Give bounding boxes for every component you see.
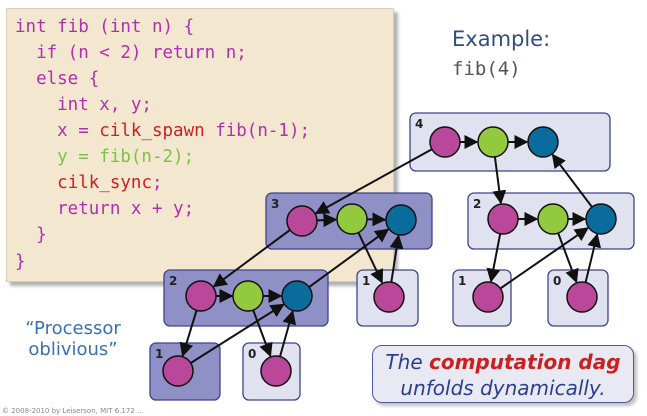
dag-edge: [557, 232, 579, 284]
callout-line-1: The computation dag: [373, 349, 633, 375]
code-token: int fib (int n) {: [15, 17, 195, 37]
dag-node-purple: [429, 126, 461, 158]
note-line-2: oblivious”: [28, 339, 118, 360]
dag-node-blue: [385, 204, 417, 236]
dag-edge: [308, 228, 390, 288]
code-token: else {: [15, 69, 100, 89]
dag-node-purple: [286, 205, 318, 237]
processor-oblivious-note: “Processor oblivious”: [14, 318, 132, 360]
code-token: cilk_spawn: [99, 121, 205, 141]
code-line: int fib (int n) {: [15, 17, 194, 37]
dag-edge: [314, 148, 433, 215]
dag-node-blue: [585, 203, 617, 235]
dag-frame-label: 3: [271, 197, 279, 211]
dag-frame-label: 0: [248, 347, 256, 361]
dag-edge: [179, 310, 198, 358]
example-title: Example:: [452, 27, 551, 51]
code-token: fib(n-1);: [204, 121, 311, 141]
code-line: }: [15, 252, 26, 272]
code-token: }: [15, 225, 47, 245]
dag-frame-label: 2: [473, 197, 481, 211]
code-listing: int fib (int n) { if (n < 2) return n; e…: [6, 8, 394, 282]
dag-node-green: [477, 126, 509, 158]
code-line: else {: [15, 69, 99, 89]
callout-box: The computation dag unfolds dynamically.: [372, 345, 634, 403]
dag-node-purple: [260, 355, 292, 387]
dag-edge: [212, 229, 291, 288]
code-line: x = cilk_spawn fib(n-1);: [15, 121, 310, 141]
code-token: ;: [151, 173, 163, 193]
dag-node-purple: [185, 280, 217, 312]
dag-node-purple: [162, 355, 194, 387]
dag-node-purple: [472, 281, 504, 313]
code-line: y = fib(n-2);: [15, 147, 194, 167]
dag-node-blue: [527, 126, 559, 158]
dag-edge: [190, 303, 285, 364]
dag-edge: [584, 233, 602, 283]
callout-pre: The: [385, 350, 429, 374]
copyright-text: © 2008-2010 by Leiserson, MIT 6.172 ...: [2, 407, 144, 415]
dag-edge: [492, 156, 507, 205]
callout-line-2: unfolds dynamically.: [400, 376, 606, 400]
dag-node-blue: [281, 280, 313, 312]
dag-edge: [279, 310, 297, 357]
dag-edge: [357, 232, 384, 284]
code-line: cilk_sync;: [15, 173, 163, 193]
dag-edge: [316, 213, 338, 228]
dag-node-green: [336, 203, 368, 235]
dag-frame-label: 2: [169, 274, 177, 288]
dag-edge: [486, 233, 502, 283]
code-token: y = fib(n-2);: [15, 147, 195, 167]
dag-frame-label: 0: [553, 274, 561, 288]
code-line: if (n < 2) return n;: [15, 43, 247, 63]
dag-node-green: [537, 203, 569, 235]
dag-node-purple: [487, 203, 519, 235]
dag-node-purple: [373, 281, 405, 313]
callout-highlight: computation dag: [429, 350, 621, 374]
dag-frame-label: 4: [415, 117, 423, 131]
code-line: return x + y;: [15, 199, 194, 219]
dag-frame-label: 1: [155, 347, 163, 361]
dag-frame-label: 1: [458, 274, 466, 288]
example-call: fib(4): [452, 58, 521, 80]
code-line: }: [15, 225, 47, 245]
dag-node-green: [232, 280, 264, 312]
code-line: int x, y;: [15, 95, 152, 115]
dag-edge: [499, 227, 589, 290]
dag-edge: [389, 234, 404, 283]
code-token: x =: [15, 121, 100, 141]
code-token: cilk_sync: [57, 173, 152, 193]
dag-node-purple: [566, 281, 598, 313]
code-token: if (n < 2) return n;: [15, 43, 247, 63]
dag-frame-label: 1: [362, 274, 370, 288]
code-token: int x, y;: [15, 95, 152, 115]
note-line-1: “Processor: [25, 318, 121, 339]
dag-edge: [551, 153, 593, 208]
code-token: }: [15, 252, 26, 272]
dag-edge: [252, 309, 273, 358]
code-token: return x + y;: [15, 199, 195, 219]
